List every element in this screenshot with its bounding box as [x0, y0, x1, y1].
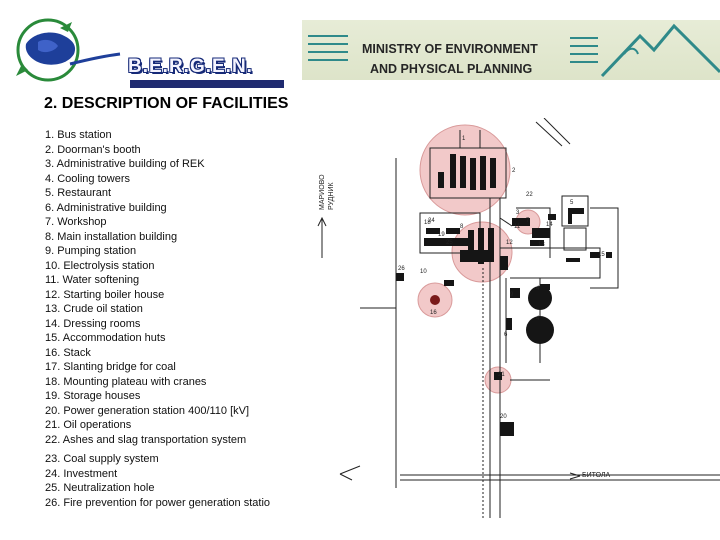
- marker-4a: 4: [536, 286, 540, 292]
- ministry-banner: MINISTRY OF ENVIRONMENT AND PHYSICAL PLA…: [302, 20, 720, 80]
- marker-18: 18: [424, 220, 431, 226]
- list-item: 9. Pumping station: [45, 245, 137, 257]
- marker-6: 6: [504, 332, 508, 338]
- marker-9: 9: [510, 292, 514, 298]
- list-item: 12. Starting boiler house: [45, 288, 165, 301]
- list-item: 23. Coal supply system: [45, 453, 159, 465]
- list-item: 8. Main installation building: [45, 230, 178, 243]
- marker-1: 1: [462, 136, 466, 142]
- list-item: 17. Slanting bridge for coal: [45, 361, 176, 373]
- facility-list-continued: 23. Coal supply system 24. Investment 25…: [45, 452, 270, 510]
- road-label-bitola: БИТОЛА: [582, 472, 611, 479]
- marker-12: 12: [506, 240, 513, 246]
- list-item: 13. Crude oil station: [45, 303, 143, 315]
- facility-list: 1. Bus station 2. Doorman's booth 3. Adm…: [45, 128, 249, 447]
- list-item: 10. Electrolysis station: [45, 259, 155, 272]
- list-item: 19. Storage houses: [45, 390, 141, 402]
- marker-13: 13: [538, 242, 545, 248]
- list-item: 11. Water softening: [45, 274, 140, 286]
- list-item: 20. Power generation station 400/110 [kV…: [45, 404, 250, 417]
- list-item: 18. Mounting plateau with cranes: [45, 375, 207, 388]
- marker-15: 15: [598, 252, 605, 258]
- list-item: 26. Fire prevention for power generation…: [45, 496, 271, 509]
- marker-5: 5: [570, 200, 574, 206]
- road-label-rudnik: РУДНИК: [328, 182, 335, 210]
- marker-11: 11: [514, 224, 521, 230]
- marker-21: 21: [498, 372, 505, 378]
- marker-10: 10: [420, 269, 427, 275]
- list-item: 15. Accommodation huts: [45, 332, 166, 344]
- marker-4b: 4: [536, 316, 540, 322]
- list-item: 16. Stack: [45, 346, 91, 359]
- logo-tagline-bar: [130, 80, 284, 88]
- marker-8: 8: [460, 224, 464, 230]
- list-item: 4. Cooling towers: [45, 172, 130, 185]
- marker-25: 25: [446, 240, 453, 246]
- list-item: 3. Administrative building of REK: [45, 158, 205, 170]
- list-item: 22. Ashes and slag transportation system: [45, 433, 247, 446]
- bergen-logo: B.E.R.G.E.N.: [8, 14, 284, 88]
- marker-19: 19: [438, 232, 445, 238]
- list-item: 21. Oil operations: [45, 419, 132, 431]
- list-item: 5. Restaurant: [45, 187, 112, 199]
- marker-3: 3: [516, 210, 520, 216]
- marker-20: 20: [500, 414, 507, 420]
- ministry-line-2: AND PHYSICAL PLANNING: [370, 62, 533, 76]
- marker-16: 16: [430, 310, 437, 316]
- list-item: 2. Doorman's booth: [45, 143, 141, 156]
- road-label-mariovo: МАРИОВО: [319, 174, 326, 210]
- list-item: 24. Investment: [45, 467, 118, 480]
- marker-7: 7: [526, 218, 530, 224]
- logo-text: B.E.R.G.E.N.: [128, 56, 253, 77]
- marker-24: 24: [428, 218, 435, 224]
- list-item: 14. Dressing rooms: [45, 317, 141, 330]
- list-item: 6. Administrative building: [45, 201, 167, 214]
- mountain-logo-icon: [308, 23, 720, 78]
- list-item: 1. Bus station: [45, 129, 112, 141]
- marker-22: 22: [526, 192, 533, 198]
- site-plan: МАРИОВО РУДНИК БИТОЛА 1 2 3 4 4 5 6 7 8 …: [317, 118, 720, 518]
- list-item: 25. Neutralization hole: [45, 482, 155, 494]
- marker-26: 26: [398, 266, 405, 272]
- page-title: 2. DESCRIPTION OF FACILITIES: [44, 95, 289, 112]
- map-logo-icon: [16, 18, 121, 82]
- marker-2: 2: [512, 168, 516, 174]
- ministry-line-1: MINISTRY OF ENVIRONMENT: [362, 42, 538, 56]
- list-item: 7. Workshop: [45, 216, 107, 228]
- marker-14: 14: [546, 222, 553, 228]
